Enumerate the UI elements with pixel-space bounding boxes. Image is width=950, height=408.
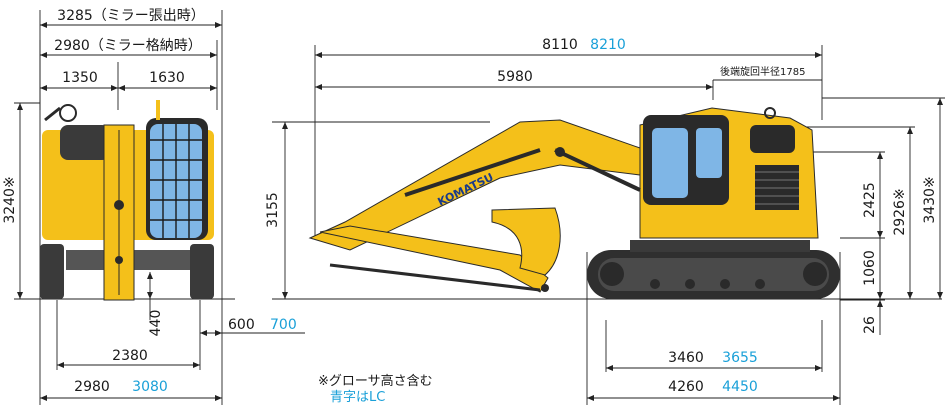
width-mirror-out-label: 3285（ミラー張出時） [57, 8, 205, 24]
track-length-lc-label: 4450 [722, 379, 758, 395]
cab-height-label: 2926※ [892, 188, 908, 235]
overall-length-label: 8110 [542, 37, 578, 53]
tumbler-distance-lc-label: 3655 [722, 350, 758, 366]
grouser-note: ※グローサ高さ含む [318, 373, 433, 389]
overall-length-lc-label: 8210 [590, 37, 626, 53]
left-to-center-label: 1350 [62, 70, 98, 86]
notes: ※グローサ高さ含む 青字はLC [318, 373, 433, 405]
min-ground-clearance-label: 26 [862, 316, 878, 334]
boom-height-label: 3155 [265, 192, 281, 228]
width-mirror-in-label: 2980（ミラー格納時） [54, 38, 202, 54]
center-to-right-label: 1630 [149, 70, 185, 86]
counterweight-clearance-label: 1060 [862, 250, 878, 286]
overall-width-label: 2980 [74, 379, 110, 395]
tumbler-distance-label: 3460 [668, 350, 704, 366]
track-length-label: 4260 [668, 379, 704, 395]
side-machine: KOMATSU [308, 107, 840, 299]
overall-height-label: 3430※ [922, 176, 938, 223]
front-view: 3285（ミラー張出時） 2980（ミラー格納時） 1350 1630 3240… [2, 8, 305, 405]
shoe-width-label: 600 [228, 317, 255, 333]
track-width-label: 2380 [112, 348, 148, 364]
front-height-label: 3240※ [2, 176, 18, 223]
front-machine [40, 100, 214, 301]
overall-width-lc-label: 3080 [132, 379, 168, 395]
side-view: 8110 8210 5980 後端旋回半径1785 3155 3430※ 29 [265, 37, 945, 405]
ground-clearance-label: 440 [148, 310, 164, 337]
tail-swing-radius-label: 後端旋回半径1785 [720, 65, 805, 78]
shoe-width-lc-label: 700 [270, 317, 297, 333]
counterweight-top-label: 2425 [862, 182, 878, 218]
lc-note: 青字はLC [330, 390, 385, 405]
transport-length-label: 5980 [497, 69, 533, 85]
